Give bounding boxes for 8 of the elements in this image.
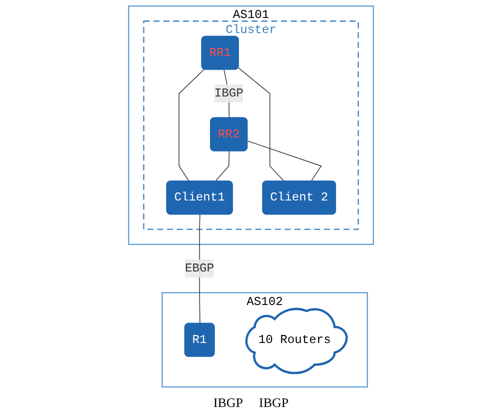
connector [247, 140, 322, 182]
link-label: IBGP [213, 395, 243, 411]
connector [214, 150, 230, 182]
edge-label: EBGP [185, 262, 214, 276]
link-label: IBGP [259, 395, 289, 411]
connector [238, 67, 285, 182]
connector [178, 69, 204, 182]
edge-label: IBGP [214, 86, 244, 100]
